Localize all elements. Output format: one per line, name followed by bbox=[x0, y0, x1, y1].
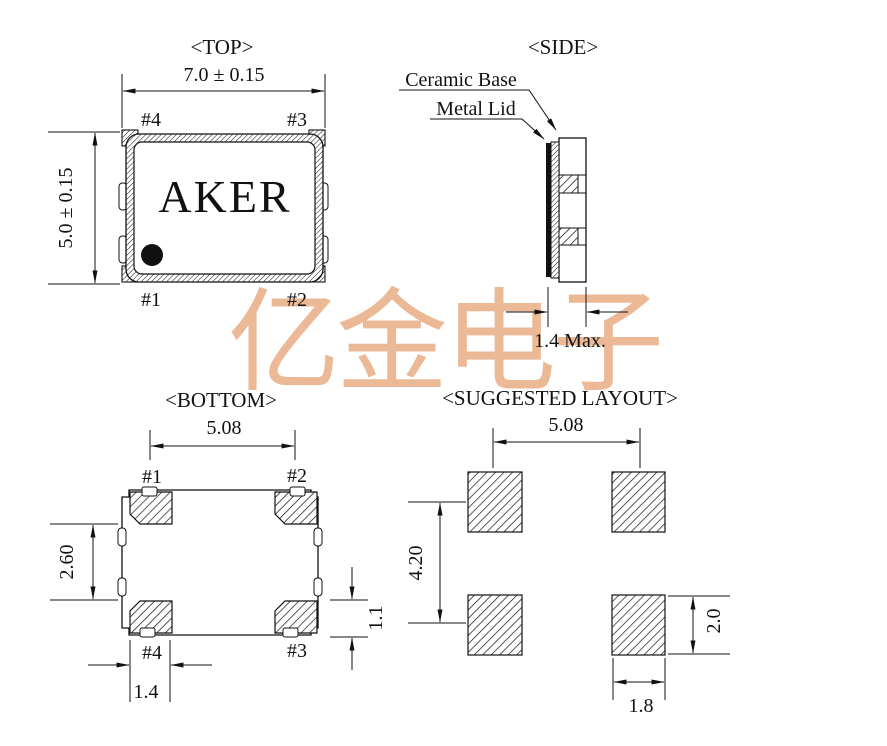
layout-pad-height-dim-lines bbox=[668, 595, 730, 655]
bottom-pad-width-dimension: 1.4 bbox=[134, 681, 159, 703]
bottom-pad-height-dimension: 1.1 bbox=[365, 606, 387, 631]
side-pad-upper bbox=[558, 174, 579, 194]
layout-view: <SUGGESTED LAYOUT> 5.08 4.20 2.0 bbox=[405, 386, 730, 717]
layout-pad-top-right bbox=[611, 471, 666, 533]
side-thickness-dimension: 1.4 Max. bbox=[534, 330, 606, 352]
layout-view-title: <SUGGESTED LAYOUT> bbox=[442, 386, 678, 410]
side-view-title: <SIDE> bbox=[528, 35, 598, 59]
bottom-pitch-dim-lines bbox=[149, 430, 296, 460]
layout-pitch-y-dim-lines bbox=[408, 501, 466, 624]
top-width-dimension: 7.0 ± 0.15 bbox=[184, 64, 265, 86]
bottom-pitch-dimension: 5.08 bbox=[207, 417, 242, 439]
layout-pad-top-left bbox=[467, 471, 523, 533]
top-pin4-label: #4 bbox=[141, 109, 161, 131]
layout-pitch-y-dimension: 4.20 bbox=[405, 546, 427, 581]
side-pad-lower bbox=[558, 227, 579, 246]
bottom-pad-1 bbox=[129, 491, 173, 525]
layout-pad-bottom-left bbox=[467, 594, 523, 656]
brand-marking: AKER bbox=[158, 171, 291, 222]
bottom-view: <BOTTOM> 5.08 #1 #2 #4 #3 bbox=[50, 388, 387, 703]
bottom-pin3-label: #3 bbox=[287, 640, 307, 662]
top-pin2-label: #2 bbox=[287, 289, 307, 311]
bottom-pad-notches bbox=[139, 486, 306, 638]
bottom-gap-dimension: 2.60 bbox=[56, 545, 78, 580]
bottom-gap-dim-lines bbox=[50, 523, 118, 601]
watermark-text: 亿金电子 bbox=[228, 282, 664, 406]
layout-pad-width-dimension: 1.8 bbox=[629, 695, 654, 717]
side-thickness-dim-lines bbox=[506, 287, 628, 327]
metal-lid-callout: Metal Lid bbox=[436, 98, 515, 120]
bottom-view-title: <BOTTOM> bbox=[165, 388, 277, 412]
ceramic-base-callout: Ceramic Base bbox=[405, 69, 517, 91]
bottom-pad-width-dim-lines bbox=[88, 640, 212, 702]
bottom-pads bbox=[129, 491, 318, 634]
layout-pitch-x-dimension: 5.08 bbox=[549, 414, 584, 436]
side-seal-hatched-strip bbox=[550, 141, 560, 279]
layout-pad-width-dim-lines bbox=[612, 658, 666, 700]
bottom-pin2-label: #2 bbox=[287, 465, 307, 487]
top-pin1-label: #1 bbox=[141, 289, 161, 311]
metal-lid-shape bbox=[546, 143, 551, 277]
top-pin3-label: #3 bbox=[287, 109, 307, 131]
layout-pad-height-dimension: 2.0 bbox=[703, 609, 725, 634]
ceramic-base-shape bbox=[558, 137, 587, 283]
top-package-body: AKER bbox=[118, 129, 329, 283]
side-package-body bbox=[546, 137, 587, 283]
bottom-side-castellations bbox=[117, 527, 323, 597]
bottom-pin1-label: #1 bbox=[142, 466, 162, 488]
bottom-pad-2 bbox=[274, 491, 318, 525]
top-height-dimension: 5.0 ± 0.15 bbox=[55, 168, 77, 249]
top-width-dim-lines bbox=[121, 74, 326, 128]
layout-pitch-x-dim-lines bbox=[492, 428, 641, 468]
layout-pad-bottom-right bbox=[611, 594, 666, 656]
bottom-pad-height-dim-lines bbox=[330, 567, 368, 670]
top-view-title: <TOP> bbox=[191, 35, 254, 59]
top-height-dim-lines bbox=[48, 131, 120, 285]
side-view: <SIDE> Ceramic Base Metal Lid bbox=[399, 35, 628, 352]
layout-pads bbox=[467, 471, 666, 656]
bottom-pin4-label: #4 bbox=[142, 642, 162, 664]
pin1-indicator-dot bbox=[141, 244, 163, 266]
top-view: <TOP> 7.0 ± 0.15 5.0 ± 0.15 #4 #3 #1 #2 bbox=[48, 35, 329, 311]
callout-leader-lines bbox=[399, 89, 557, 140]
